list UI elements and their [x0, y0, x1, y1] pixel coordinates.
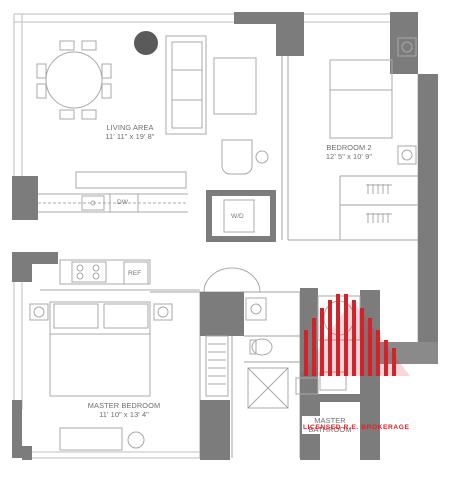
bed-master [49, 301, 151, 397]
room-name-line-2: BATHROOM [308, 425, 352, 434]
dishwasher [109, 193, 139, 213]
brokerage-watermark: LICENSED R.E. BROKERAGE [303, 424, 410, 431]
shower [247, 367, 289, 409]
refrigerator [123, 261, 149, 285]
lounge-chair [221, 139, 253, 175]
refrigerator-label: REF [128, 270, 142, 277]
kitchen-back-counter [40, 259, 200, 291]
cooktop [71, 261, 107, 283]
side-table [255, 150, 269, 164]
closet-master [205, 335, 229, 397]
powder-room-fixtures [245, 297, 273, 356]
sofa [165, 35, 207, 135]
master-bedroom-label: MASTER BEDROOM 11' 10" x 13' 4" [72, 401, 176, 419]
nightstands-bedroom-2 [397, 37, 417, 165]
bed-bedroom-2 [329, 59, 393, 139]
walls [12, 12, 438, 460]
coffee-table [213, 57, 257, 115]
bedroom-2-label: BEDROOM 2 12' 5" x 10' 9" [304, 143, 394, 161]
room-dimensions: 11' 11" x 19' 8" [105, 132, 155, 141]
room-name: MASTER BEDROOM [87, 401, 161, 410]
brokerage-logo [300, 294, 410, 376]
dishwasher-label: DW [117, 199, 128, 206]
kitchen-counter [38, 171, 188, 213]
washer-dryer-label: W/D [231, 213, 244, 220]
dresser-master [59, 427, 145, 451]
washer-dryer [223, 199, 255, 233]
room-name: LIVING AREA [106, 123, 154, 132]
room-dimensions: 11' 10" x 13' 4" [99, 410, 149, 419]
closet-bedroom-2 [366, 184, 392, 223]
dining-set [36, 40, 112, 120]
room-name-line-1: MASTER [314, 416, 346, 425]
door-swings [203, 267, 261, 293]
room-name: BEDROOM 2 [326, 143, 372, 152]
room-dimensions: 12' 5" x 10' 9" [325, 152, 373, 161]
round-side-table [134, 31, 158, 55]
living-area-label: LIVING AREA 11' 11" x 19' 8" [80, 123, 180, 141]
master-bathroom-label: MASTER BATHROOM [302, 416, 358, 434]
nightstands-master [29, 303, 173, 321]
